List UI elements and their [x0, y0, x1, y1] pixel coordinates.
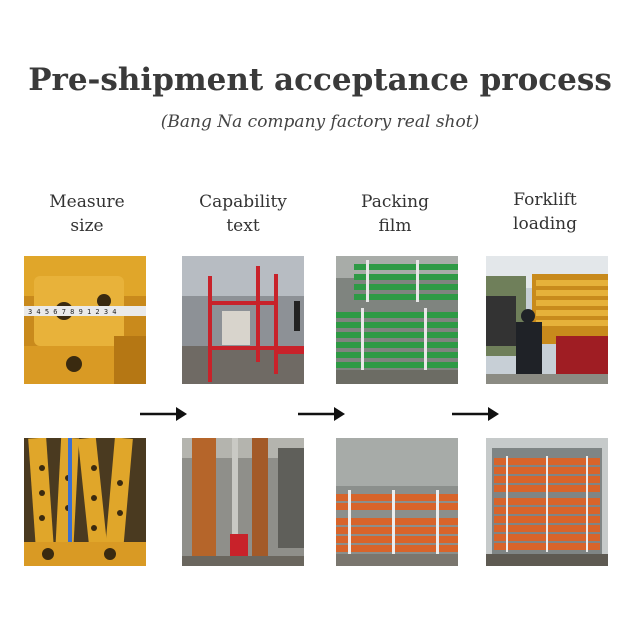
step-label-line1: Measure [49, 192, 125, 212]
yellow-props-pile-photo [24, 438, 146, 566]
forklift-loading-photo [486, 256, 608, 384]
prop-test-rig-photo [182, 438, 304, 566]
step-label-line2: size [70, 216, 104, 236]
step-label-forklift: Forklift loading [480, 188, 610, 236]
red-frame-test-photo [182, 256, 304, 384]
step-label-line1: Packing [361, 192, 429, 212]
page-subtitle: (Bang Na company factory real shot) [160, 112, 480, 132]
orange-props-packed-photo [336, 438, 458, 566]
step-label-line2: text [226, 216, 260, 236]
step-label-line2: loading [513, 214, 577, 234]
step-label-packing: Packing film [330, 190, 460, 238]
yellow-prop-measure-photo: 3 4 5 6 7 8 9 1 2 3 4 [24, 256, 146, 384]
step-label-measure: Measure size [22, 190, 152, 238]
container-loaded-photo [486, 438, 608, 566]
right-arrow-icon [452, 407, 499, 421]
svg-text:3 4 5 6 7 8 9 1 2 3 4: 3 4 5 6 7 8 9 1 2 3 4 [28, 308, 117, 316]
right-arrow-icon [140, 407, 187, 421]
step-label-line1: Capability [199, 192, 287, 212]
step-label-line1: Forklift [513, 190, 577, 210]
right-arrow-icon [298, 407, 345, 421]
green-props-packed-photo [336, 256, 458, 384]
step-label-line2: film [378, 216, 412, 236]
page-title: Pre-shipment acceptance process [28, 62, 612, 98]
step-label-capability: Capability text [178, 190, 308, 238]
